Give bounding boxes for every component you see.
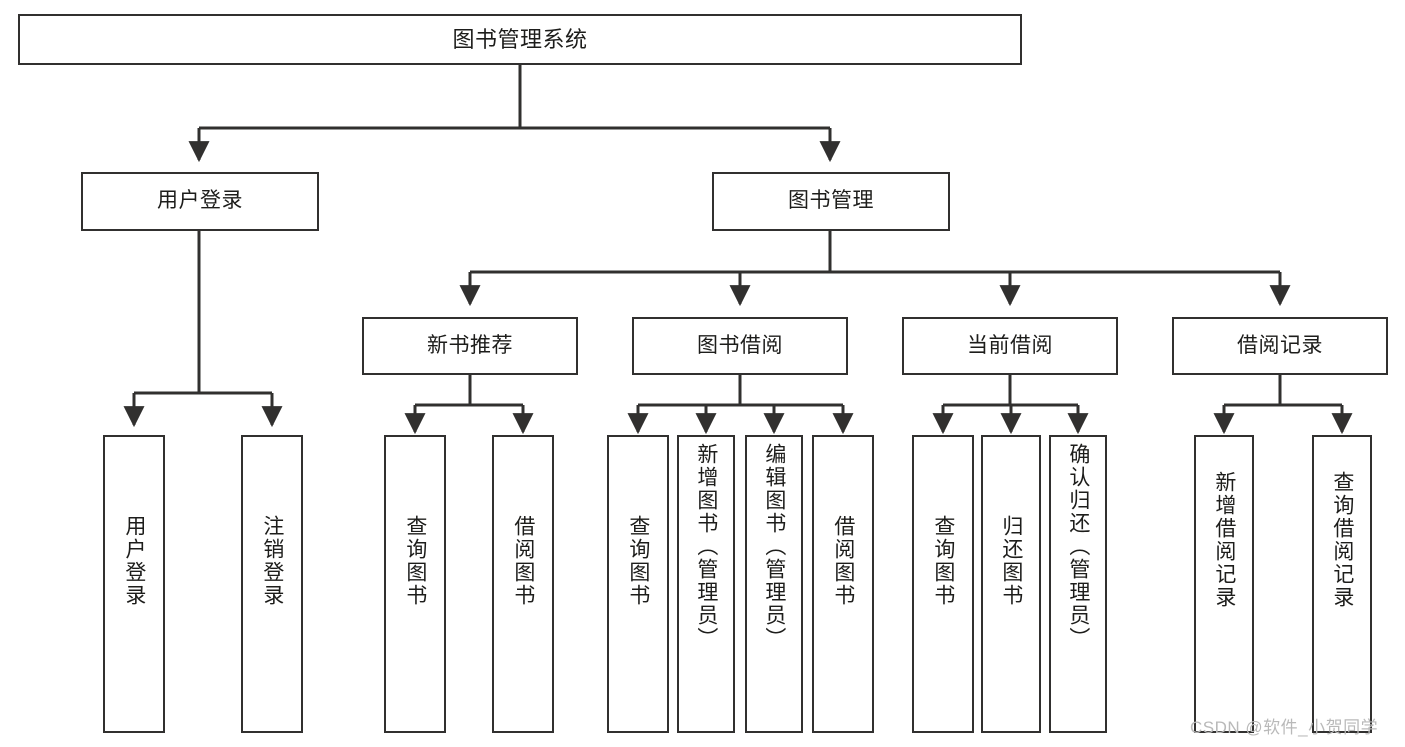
leaf-return-book-label: 归还图书 — [999, 515, 1023, 607]
leaf-query-record[interactable]: 查询借阅记录 — [1312, 435, 1372, 733]
leaf-edit-book-label: 编辑图书（管理员） — [762, 443, 786, 650]
wire-currentborrow-bus — [943, 375, 1078, 407]
node-book-borrow-label: 图书借阅 — [697, 333, 783, 357]
leaf-confirm-return[interactable]: 确认归还（管理员） — [1049, 435, 1107, 733]
leaf-logout-label: 注销登录 — [260, 515, 284, 607]
wire-user-login-bus — [134, 231, 272, 395]
node-new-book-recommend[interactable]: 新书推荐 — [362, 317, 578, 375]
leaf-add-record-label: 新增借阅记录 — [1212, 471, 1236, 609]
leaf-borrow-book-1[interactable]: 借阅图书 — [492, 435, 554, 733]
leaf-user-login-label: 用户登录 — [122, 515, 146, 607]
leaf-edit-book[interactable]: 编辑图书（管理员） — [745, 435, 803, 733]
leaf-confirm-return-label: 确认归还（管理员） — [1066, 443, 1090, 650]
watermark-text: CSDN @软件_小贺同学 — [1190, 718, 1379, 737]
leaf-user-login[interactable]: 用户登录 — [103, 435, 165, 733]
node-book-manage-label: 图书管理 — [788, 189, 874, 213]
leaf-logout[interactable]: 注销登录 — [241, 435, 303, 733]
node-user-login[interactable]: 用户登录 — [81, 172, 319, 231]
node-borrow-record-label: 借阅记录 — [1237, 333, 1323, 357]
node-book-manage[interactable]: 图书管理 — [712, 172, 950, 231]
leaf-query-book-3[interactable]: 查询图书 — [912, 435, 974, 733]
wire-newbook-bus — [415, 375, 523, 407]
wire-root-bus — [199, 65, 830, 130]
leaf-borrow-book-2-label: 借阅图书 — [831, 515, 855, 607]
leaf-query-record-label: 查询借阅记录 — [1330, 471, 1354, 609]
leaf-query-book-2[interactable]: 查询图书 — [607, 435, 669, 733]
leaf-query-book-3-label: 查询图书 — [931, 515, 955, 607]
leaf-query-book-2-label: 查询图书 — [626, 515, 650, 607]
leaf-query-book-1[interactable]: 查询图书 — [384, 435, 446, 733]
wire-bookborrow-bus — [638, 375, 843, 407]
wire-borrowrecord-bus — [1224, 375, 1342, 407]
node-borrow-record[interactable]: 借阅记录 — [1172, 317, 1388, 375]
node-root[interactable]: 图书管理系统 — [18, 14, 1022, 65]
leaf-borrow-book-2[interactable]: 借阅图书 — [812, 435, 874, 733]
leaf-add-record[interactable]: 新增借阅记录 — [1194, 435, 1254, 733]
node-current-borrow[interactable]: 当前借阅 — [902, 317, 1118, 375]
leaf-query-book-1-label: 查询图书 — [403, 515, 427, 607]
leaf-add-book-label: 新增图书（管理员） — [694, 443, 718, 650]
wire-book-manage-bus — [470, 231, 1280, 274]
node-user-login-label: 用户登录 — [157, 189, 243, 213]
node-current-borrow-label: 当前借阅 — [967, 333, 1053, 357]
leaf-return-book[interactable]: 归还图书 — [981, 435, 1041, 733]
leaf-borrow-book-1-label: 借阅图书 — [511, 515, 535, 607]
leaf-add-book[interactable]: 新增图书（管理员） — [677, 435, 735, 733]
node-root-label: 图书管理系统 — [452, 26, 588, 52]
node-new-book-recommend-label: 新书推荐 — [427, 333, 513, 357]
node-book-borrow[interactable]: 图书借阅 — [632, 317, 848, 375]
